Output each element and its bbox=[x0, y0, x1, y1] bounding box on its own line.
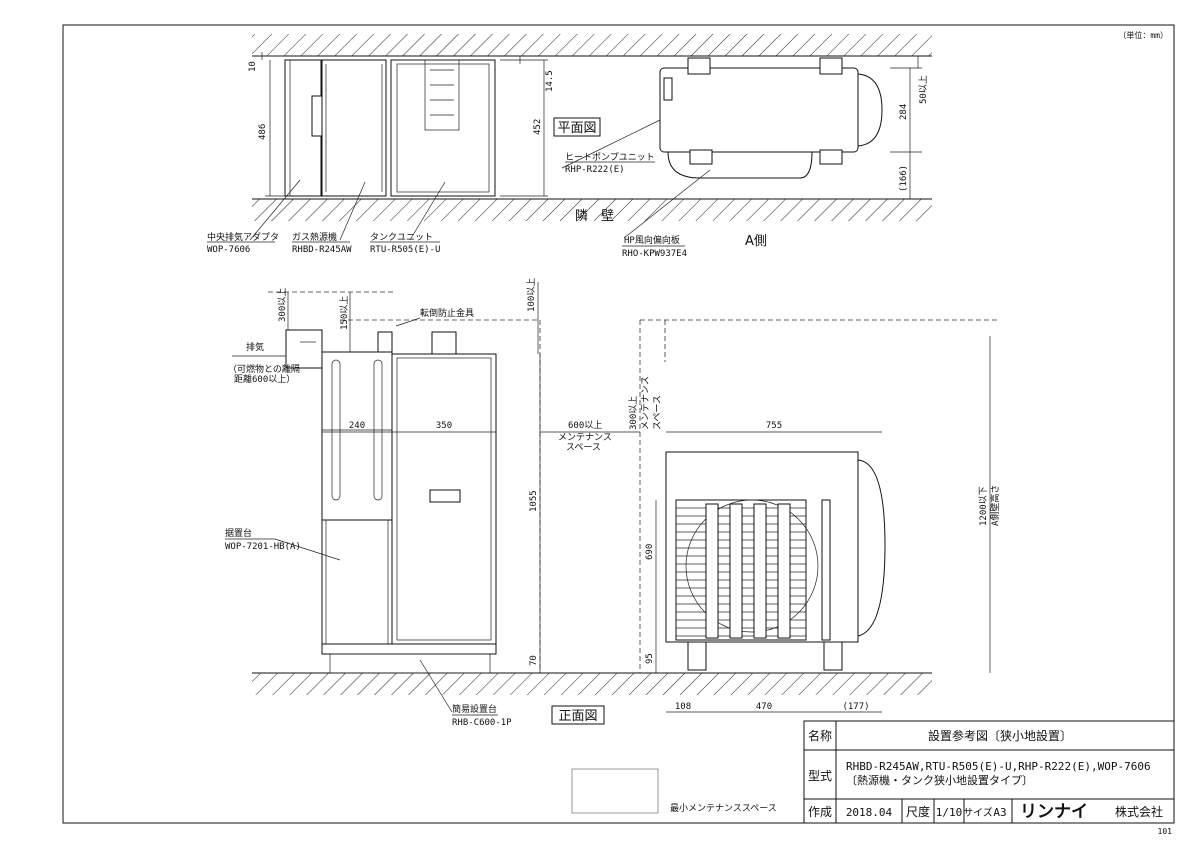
tb-name-value: 設置参考図〔狭小地設置〕 bbox=[928, 728, 1072, 743]
front-gas-heater bbox=[321, 351, 393, 521]
plan-view-title: 平面図 bbox=[557, 121, 596, 136]
dim-350: 350 bbox=[436, 421, 452, 431]
heater-name-label: ガス熱源機 bbox=[292, 231, 337, 243]
stand-name-label: 据置台 bbox=[225, 527, 252, 539]
dim-177: (177) bbox=[842, 702, 869, 712]
dim-240: 240 bbox=[349, 421, 365, 431]
legend-label: 最小メンテナンススペース bbox=[670, 803, 777, 814]
company-suffix: 株式会社 bbox=[1115, 804, 1163, 819]
dim-1200-a: 1200以下 bbox=[979, 486, 989, 526]
dim-14-5: 14.5 bbox=[545, 70, 555, 92]
plan-bottom-wall bbox=[252, 199, 932, 221]
tb-size-label: サイズ bbox=[963, 806, 993, 819]
wall-label: 隣 壁 bbox=[575, 208, 614, 224]
tb-model-label: 型式 bbox=[808, 769, 832, 783]
dim-600-a: 600以上 bbox=[568, 420, 602, 431]
heater-model-label: RHBD-R245AW bbox=[292, 245, 352, 255]
dim-70: 70 bbox=[529, 655, 539, 666]
tb-made-label: 作成 bbox=[808, 805, 832, 819]
tipover-label: 転倒防止金具 bbox=[420, 307, 474, 319]
front-view-title: 正面図 bbox=[558, 709, 597, 724]
tank-name-label: タンクユニット bbox=[370, 232, 433, 243]
plan-heat-pump bbox=[659, 67, 859, 153]
dim-150-top: 150以上 bbox=[339, 296, 350, 330]
dim-470: 470 bbox=[756, 702, 772, 712]
stand-model-label: WOP-7201-HB(A) bbox=[225, 542, 301, 552]
legend-swatch bbox=[571, 768, 659, 814]
dim-1055: 1055 bbox=[529, 490, 539, 512]
floor-hatch bbox=[252, 673, 932, 695]
tipover-bracket bbox=[431, 331, 457, 355]
hp-name-label: ヒートポンプユニット bbox=[565, 152, 655, 163]
dim-600-c: スペース bbox=[566, 443, 601, 453]
dim-755: 755 bbox=[766, 421, 782, 431]
dim-300-side-a: 300以上 bbox=[628, 396, 639, 430]
dim-10: 10 bbox=[248, 61, 258, 72]
tb-scale: 1/10 bbox=[936, 806, 963, 819]
dim-300-top: 300以上 bbox=[277, 288, 288, 322]
deflector-model-label: RHO-KPW937E4 bbox=[622, 249, 687, 259]
dim-690: 690 bbox=[645, 544, 655, 560]
tb-name-label: 名称 bbox=[808, 728, 832, 743]
dim-95: 95 bbox=[645, 653, 655, 664]
dim-108: 108 bbox=[675, 702, 691, 712]
plan-top-wall bbox=[252, 34, 932, 56]
dim-486: 486 bbox=[258, 124, 268, 140]
dim-300-side-c: スペース bbox=[653, 395, 663, 430]
tb-model-line-2: 〔熱源機・タンク狭小地設置タイプ〕 bbox=[846, 773, 1033, 787]
base-name-label: 簡易設置台 bbox=[452, 703, 497, 715]
tb-scale-label: 尺度 bbox=[906, 804, 930, 819]
sheet-number: 101 bbox=[1158, 827, 1173, 836]
base-model-label: RHB-C600-1P bbox=[452, 718, 512, 728]
plan-tank-unit bbox=[390, 59, 496, 197]
dim-300-side-b: メンテナンス bbox=[640, 376, 651, 430]
dim-100-top: 100以上 bbox=[526, 278, 537, 312]
tank-model-label: RTU-R505(E)-U bbox=[370, 245, 440, 255]
dim-284: 284 bbox=[899, 104, 909, 120]
deflector-name-label: HP風向偏向板 bbox=[624, 234, 680, 246]
plan-view: 10 486 14.5 452 平面図 284 50以上 (166) 隣 壁 bbox=[207, 34, 932, 259]
unit-note: （単位：mm） bbox=[1118, 30, 1168, 40]
tb-date: 2018.04 bbox=[846, 806, 893, 819]
clearance-line-1: （可燃物との離隔 bbox=[228, 363, 300, 375]
hp-model-label: RHP-R222(E) bbox=[565, 165, 625, 175]
exhaust-label: 排気 bbox=[246, 341, 264, 353]
tb-size: A3 bbox=[993, 806, 1006, 819]
dim-166: (166) bbox=[899, 165, 909, 192]
plan-gas-heater bbox=[321, 59, 387, 197]
dim-600-b: メンテナンス bbox=[558, 432, 612, 443]
company-logo: リンナイ bbox=[1020, 802, 1088, 822]
clearance-line-2: 距離600以上） bbox=[234, 373, 295, 385]
title-block: 名称 設置参考図〔狭小地設置〕 型式 RHBD-R245AW,RTU-R505(… bbox=[803, 720, 1175, 824]
side-a-label: A側 bbox=[745, 234, 767, 249]
adapter-name-label: 中央排気アダプタ bbox=[207, 231, 279, 243]
adapter-model-label: WOP-7606 bbox=[207, 245, 250, 255]
dim-1200-b: A側壁高さ bbox=[989, 485, 1001, 526]
dim-50: 50以上 bbox=[918, 75, 929, 104]
front-simple-base bbox=[321, 643, 497, 655]
drawing-frame bbox=[62, 24, 1175, 824]
front-stand bbox=[321, 519, 393, 645]
dim-452: 452 bbox=[533, 119, 543, 135]
tb-model-line-1: RHBD-R245AW,RTU-R505(E)-U,RHP-R222(E),WO… bbox=[846, 760, 1151, 773]
front-exhaust-adapter bbox=[285, 329, 323, 369]
front-view: 300以上 150以上 100以上 240 350 1055 70 600以上 … bbox=[225, 278, 1001, 728]
